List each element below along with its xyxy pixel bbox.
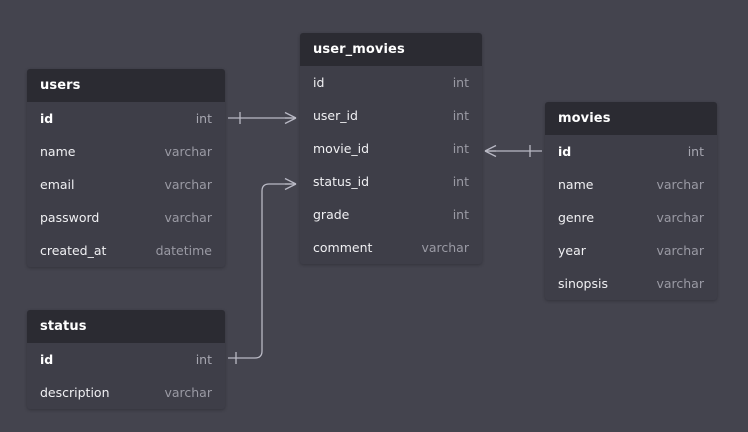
field-name: name bbox=[558, 177, 594, 192]
field-row[interactable]: name varchar bbox=[27, 135, 225, 168]
field-name: year bbox=[558, 243, 586, 258]
field-row[interactable]: grade int bbox=[300, 198, 482, 231]
field-name: name bbox=[40, 144, 76, 159]
field-row[interactable]: status_id int bbox=[300, 165, 482, 198]
field-name: movie_id bbox=[313, 141, 370, 156]
field-name: password bbox=[40, 210, 100, 225]
table-title-users: users bbox=[27, 69, 225, 102]
field-name: id bbox=[40, 352, 54, 367]
table-title-movies: movies bbox=[545, 102, 717, 135]
field-type: varchar bbox=[164, 385, 212, 400]
field-name: email bbox=[40, 177, 75, 192]
field-name: description bbox=[40, 385, 110, 400]
field-name: id bbox=[40, 111, 54, 126]
field-type: varchar bbox=[656, 276, 704, 291]
field-row[interactable]: email varchar bbox=[27, 168, 225, 201]
field-type: varchar bbox=[421, 240, 469, 255]
field-name: created_at bbox=[40, 243, 107, 258]
table-fields-status: id int description varchar bbox=[27, 343, 225, 409]
field-type: int bbox=[452, 108, 469, 123]
field-type: int bbox=[195, 352, 212, 367]
field-row[interactable]: id int bbox=[27, 102, 225, 135]
field-row[interactable]: password varchar bbox=[27, 201, 225, 234]
table-title-user_movies: user_movies bbox=[300, 33, 482, 66]
field-row[interactable]: year varchar bbox=[545, 234, 717, 267]
field-type: varchar bbox=[656, 177, 704, 192]
field-type: varchar bbox=[164, 144, 212, 159]
field-row[interactable]: name varchar bbox=[545, 168, 717, 201]
field-name: grade bbox=[313, 207, 350, 222]
field-row[interactable]: user_id int bbox=[300, 99, 482, 132]
field-row[interactable]: created_at datetime bbox=[27, 234, 225, 267]
table-title-status: status bbox=[27, 310, 225, 343]
field-row[interactable]: id int bbox=[27, 343, 225, 376]
field-row[interactable]: sinopsis varchar bbox=[545, 267, 717, 300]
field-name: comment bbox=[313, 240, 373, 255]
cardinality-many-crowsfoot bbox=[284, 111, 297, 125]
field-type: int bbox=[195, 111, 212, 126]
field-type: varchar bbox=[164, 210, 212, 225]
field-type: int bbox=[452, 207, 469, 222]
table-fields-users: id int name varchar email varchar password varc… bbox=[27, 102, 225, 267]
field-name: genre bbox=[558, 210, 595, 225]
field-type: int bbox=[452, 174, 469, 189]
field-row[interactable]: id int bbox=[300, 66, 482, 99]
cardinality-many-crowsfoot bbox=[484, 144, 497, 158]
field-type: int bbox=[452, 75, 469, 90]
field-row[interactable]: comment varchar bbox=[300, 231, 482, 264]
field-name: status_id bbox=[313, 174, 370, 189]
field-type: varchar bbox=[164, 177, 212, 192]
table-movies[interactable]: movies id int name varchar genre varchar year va… bbox=[545, 102, 717, 300]
field-type: int bbox=[452, 141, 469, 156]
relationship-status-to-user_movies bbox=[228, 177, 297, 364]
field-row[interactable]: id int bbox=[545, 135, 717, 168]
field-type: int bbox=[687, 144, 704, 159]
relationship-users-to-user_movies bbox=[228, 111, 297, 125]
field-type: varchar bbox=[656, 210, 704, 225]
field-name: id bbox=[558, 144, 572, 159]
cardinality-many-crowsfoot bbox=[284, 177, 297, 191]
field-name: sinopsis bbox=[558, 276, 608, 291]
field-row[interactable]: genre varchar bbox=[545, 201, 717, 234]
field-row[interactable]: description varchar bbox=[27, 376, 225, 409]
table-status[interactable]: status id int description varchar bbox=[27, 310, 225, 409]
field-type: varchar bbox=[656, 243, 704, 258]
field-name: id bbox=[313, 75, 325, 90]
connector-line bbox=[228, 183, 296, 359]
relationship-user_movies-to-movies bbox=[484, 144, 542, 158]
field-name: user_id bbox=[313, 108, 358, 123]
field-type: datetime bbox=[155, 243, 212, 258]
field-row[interactable]: movie_id int bbox=[300, 132, 482, 165]
